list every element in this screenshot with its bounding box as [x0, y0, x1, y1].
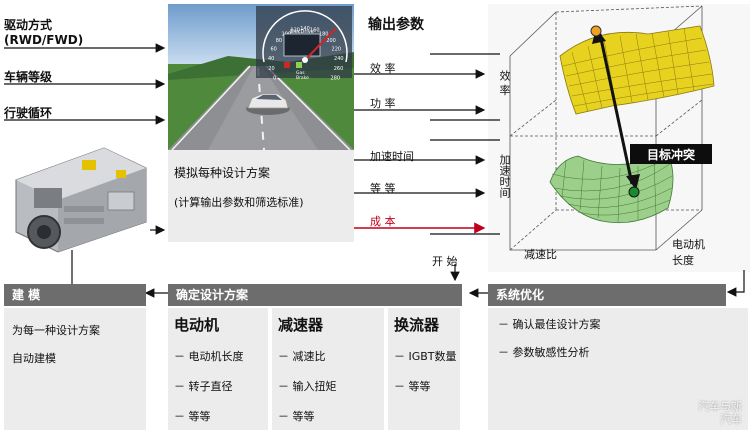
svg-text:Gas: Gas: [296, 70, 305, 76]
design-reducer-item-2: － 输入扭矩: [278, 380, 337, 393]
optimization-item-1: － 确认最佳设计方案: [498, 318, 601, 331]
dial-tick-label: 80: [276, 38, 282, 44]
dial-tick-label: 220: [332, 47, 342, 53]
dial-tick-label: 0: [273, 75, 276, 81]
design-reducer-title: 减速器: [278, 316, 324, 334]
input-drive-mode: 驱动方式: [4, 18, 53, 32]
optimization-item-2: － 参数敏感性分析: [498, 346, 590, 359]
watermark: 汽车与新 汽车: [698, 400, 742, 426]
e-motor-image: [4, 140, 154, 260]
output-efficiency: 效 率: [370, 62, 396, 75]
car-icon: [246, 93, 290, 115]
output-etc: 等 等: [370, 182, 396, 195]
optimization-panel: － 确认最佳设计方案 － 参数敏感性分析 汽车与新 汽车: [488, 308, 748, 430]
simulation-caption-line1: 模拟每种设计方案: [174, 166, 271, 180]
svg-text:ElecDrive: ElecDrive: [290, 29, 314, 35]
input-drive-mode-detail: (RWD/FWD): [4, 33, 84, 47]
design-reducer-item-1: － 减速比: [278, 350, 326, 363]
modeling-panel: 为每一种设计方案 自动建模: [4, 308, 146, 430]
output-cost: 成 本: [370, 215, 396, 228]
design-motor-item-3: － 等等: [174, 410, 211, 423]
input-driving-cycle: 行驶循环: [4, 106, 53, 120]
design-inverter-item-2: － 等等: [394, 380, 431, 393]
axis-motor-length-line2: 长度: [672, 254, 694, 267]
dial-tick-label: 120: [290, 27, 300, 33]
dial-tick-label: 140: [300, 26, 310, 32]
simulation-caption-panel: 模拟每种设计方案 (计算输出参数和筛选标准): [168, 150, 354, 242]
axis-efficiency-label: 效 率: [498, 70, 511, 96]
simulation-caption-line2: (计算输出参数和筛选标准): [174, 196, 304, 209]
input-vehicle-class: 车辆等级: [4, 70, 53, 84]
output-power: 功 率: [370, 97, 396, 110]
design-motor-title: 电动机: [174, 316, 220, 334]
svg-text:Brake: Brake: [296, 75, 309, 81]
axis-acceleration-label: 加速时间: [498, 154, 511, 198]
dial-tick-label: 280: [331, 75, 341, 81]
design-panel-reducer: 减速器 － 减速比 － 输入扭矩 － 等等: [272, 308, 384, 430]
dial-tick-label: 260: [334, 66, 344, 72]
design-motor-item-1: － 电动机长度: [174, 350, 244, 363]
dial-tick-label: 60: [271, 47, 277, 53]
acceleration-surface: [549, 153, 674, 224]
define-design-bar: 确定设计方案: [168, 284, 462, 306]
design-inverter-title: 换流器: [394, 316, 440, 334]
dial-tick-label: 240: [334, 56, 344, 62]
efficiency-acceleration-3d-plot: 目标冲突 效 率 加速时间 减速比 电动机 长度: [488, 4, 750, 272]
axis-motor-length-line1: 电动机: [672, 238, 705, 251]
start-label: 开 始: [432, 255, 458, 268]
goal-conflict-label: 目标冲突: [647, 147, 695, 162]
design-panel-inverter: 换流器 － IGBT数量 － 等等: [388, 308, 460, 430]
outputs-title: 输出参数: [368, 17, 424, 33]
modeling-bar: 建 模: [4, 284, 146, 306]
driving-simulation-image: 020406080100120140160180200220240260280 …: [168, 4, 354, 150]
axis-ratio-label: 减速比: [524, 248, 557, 261]
design-reducer-item-3: － 等等: [278, 410, 315, 423]
system-optimization-bar: 系统优化: [488, 284, 726, 306]
modeling-item-1: 为每一种设计方案: [12, 324, 100, 337]
dial-tick-label: 40: [268, 56, 274, 62]
dial-tick-label: 200: [326, 38, 336, 44]
modeling-item-2: 自动建模: [12, 352, 56, 365]
design-panel-motor: 电动机 － 电动机长度 － 转子直径 － 等等: [168, 308, 268, 430]
dial-tick-label: 20: [268, 66, 274, 72]
design-motor-item-2: － 转子直径: [174, 380, 233, 393]
dial-tick-label: 160: [310, 27, 320, 33]
dial-tick-label: 180: [319, 32, 329, 38]
design-inverter-item-1: － IGBT数量: [394, 350, 457, 363]
